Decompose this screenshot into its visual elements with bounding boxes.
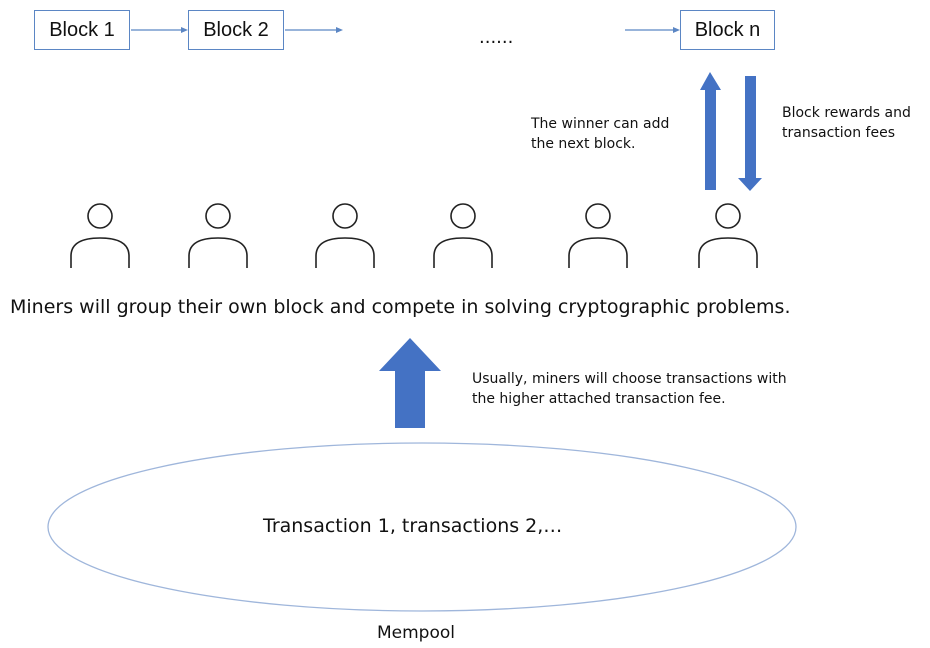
- chain-connector-in-n: [625, 27, 680, 33]
- choose-note-line-2: the higher attached transaction fee.: [472, 391, 726, 407]
- block-1: Block 1: [34, 10, 130, 50]
- rewards-note-line-2: transaction fees: [782, 125, 895, 141]
- rewards-note: Block rewards and transaction fees: [782, 103, 911, 143]
- block-2: Block 2: [188, 10, 284, 50]
- block-n-label: Block n: [694, 18, 761, 41]
- mempool-ellipse: [47, 442, 797, 612]
- person-icon: [315, 203, 375, 268]
- chain-ellipsis: ......: [479, 27, 514, 48]
- choose-note-line-1: Usually, miners will choose transactions…: [472, 371, 787, 387]
- miners-row: [70, 203, 758, 268]
- winner-note: The winner can add the next block.: [531, 114, 669, 154]
- mempool-contents: Transaction 1, transactions 2,…: [263, 515, 563, 537]
- mempool-up-arrow: [379, 338, 441, 428]
- person-icon: [70, 203, 130, 268]
- reward-down-arrow: [738, 76, 762, 191]
- choose-note: Usually, miners will choose transactions…: [472, 369, 787, 409]
- block-2-label: Block 2: [203, 18, 269, 41]
- person-icon: [188, 203, 248, 268]
- chain-connector-1-2: [131, 27, 188, 33]
- miners-caption: Miners will group their own block and co…: [10, 296, 791, 318]
- mempool-label: Mempool: [377, 623, 456, 643]
- rewards-note-line-1: Block rewards and: [782, 105, 911, 121]
- person-icon: [698, 203, 758, 268]
- block-1-label: Block 1: [49, 18, 115, 41]
- chain-connector-2-out: [285, 27, 343, 33]
- person-icon: [568, 203, 628, 268]
- winner-note-line-2: the next block.: [531, 136, 636, 152]
- block-n: Block n: [680, 10, 775, 50]
- add-block-up-arrow: [700, 72, 721, 190]
- winner-note-line-1: The winner can add: [531, 116, 670, 132]
- person-icon: [433, 203, 493, 268]
